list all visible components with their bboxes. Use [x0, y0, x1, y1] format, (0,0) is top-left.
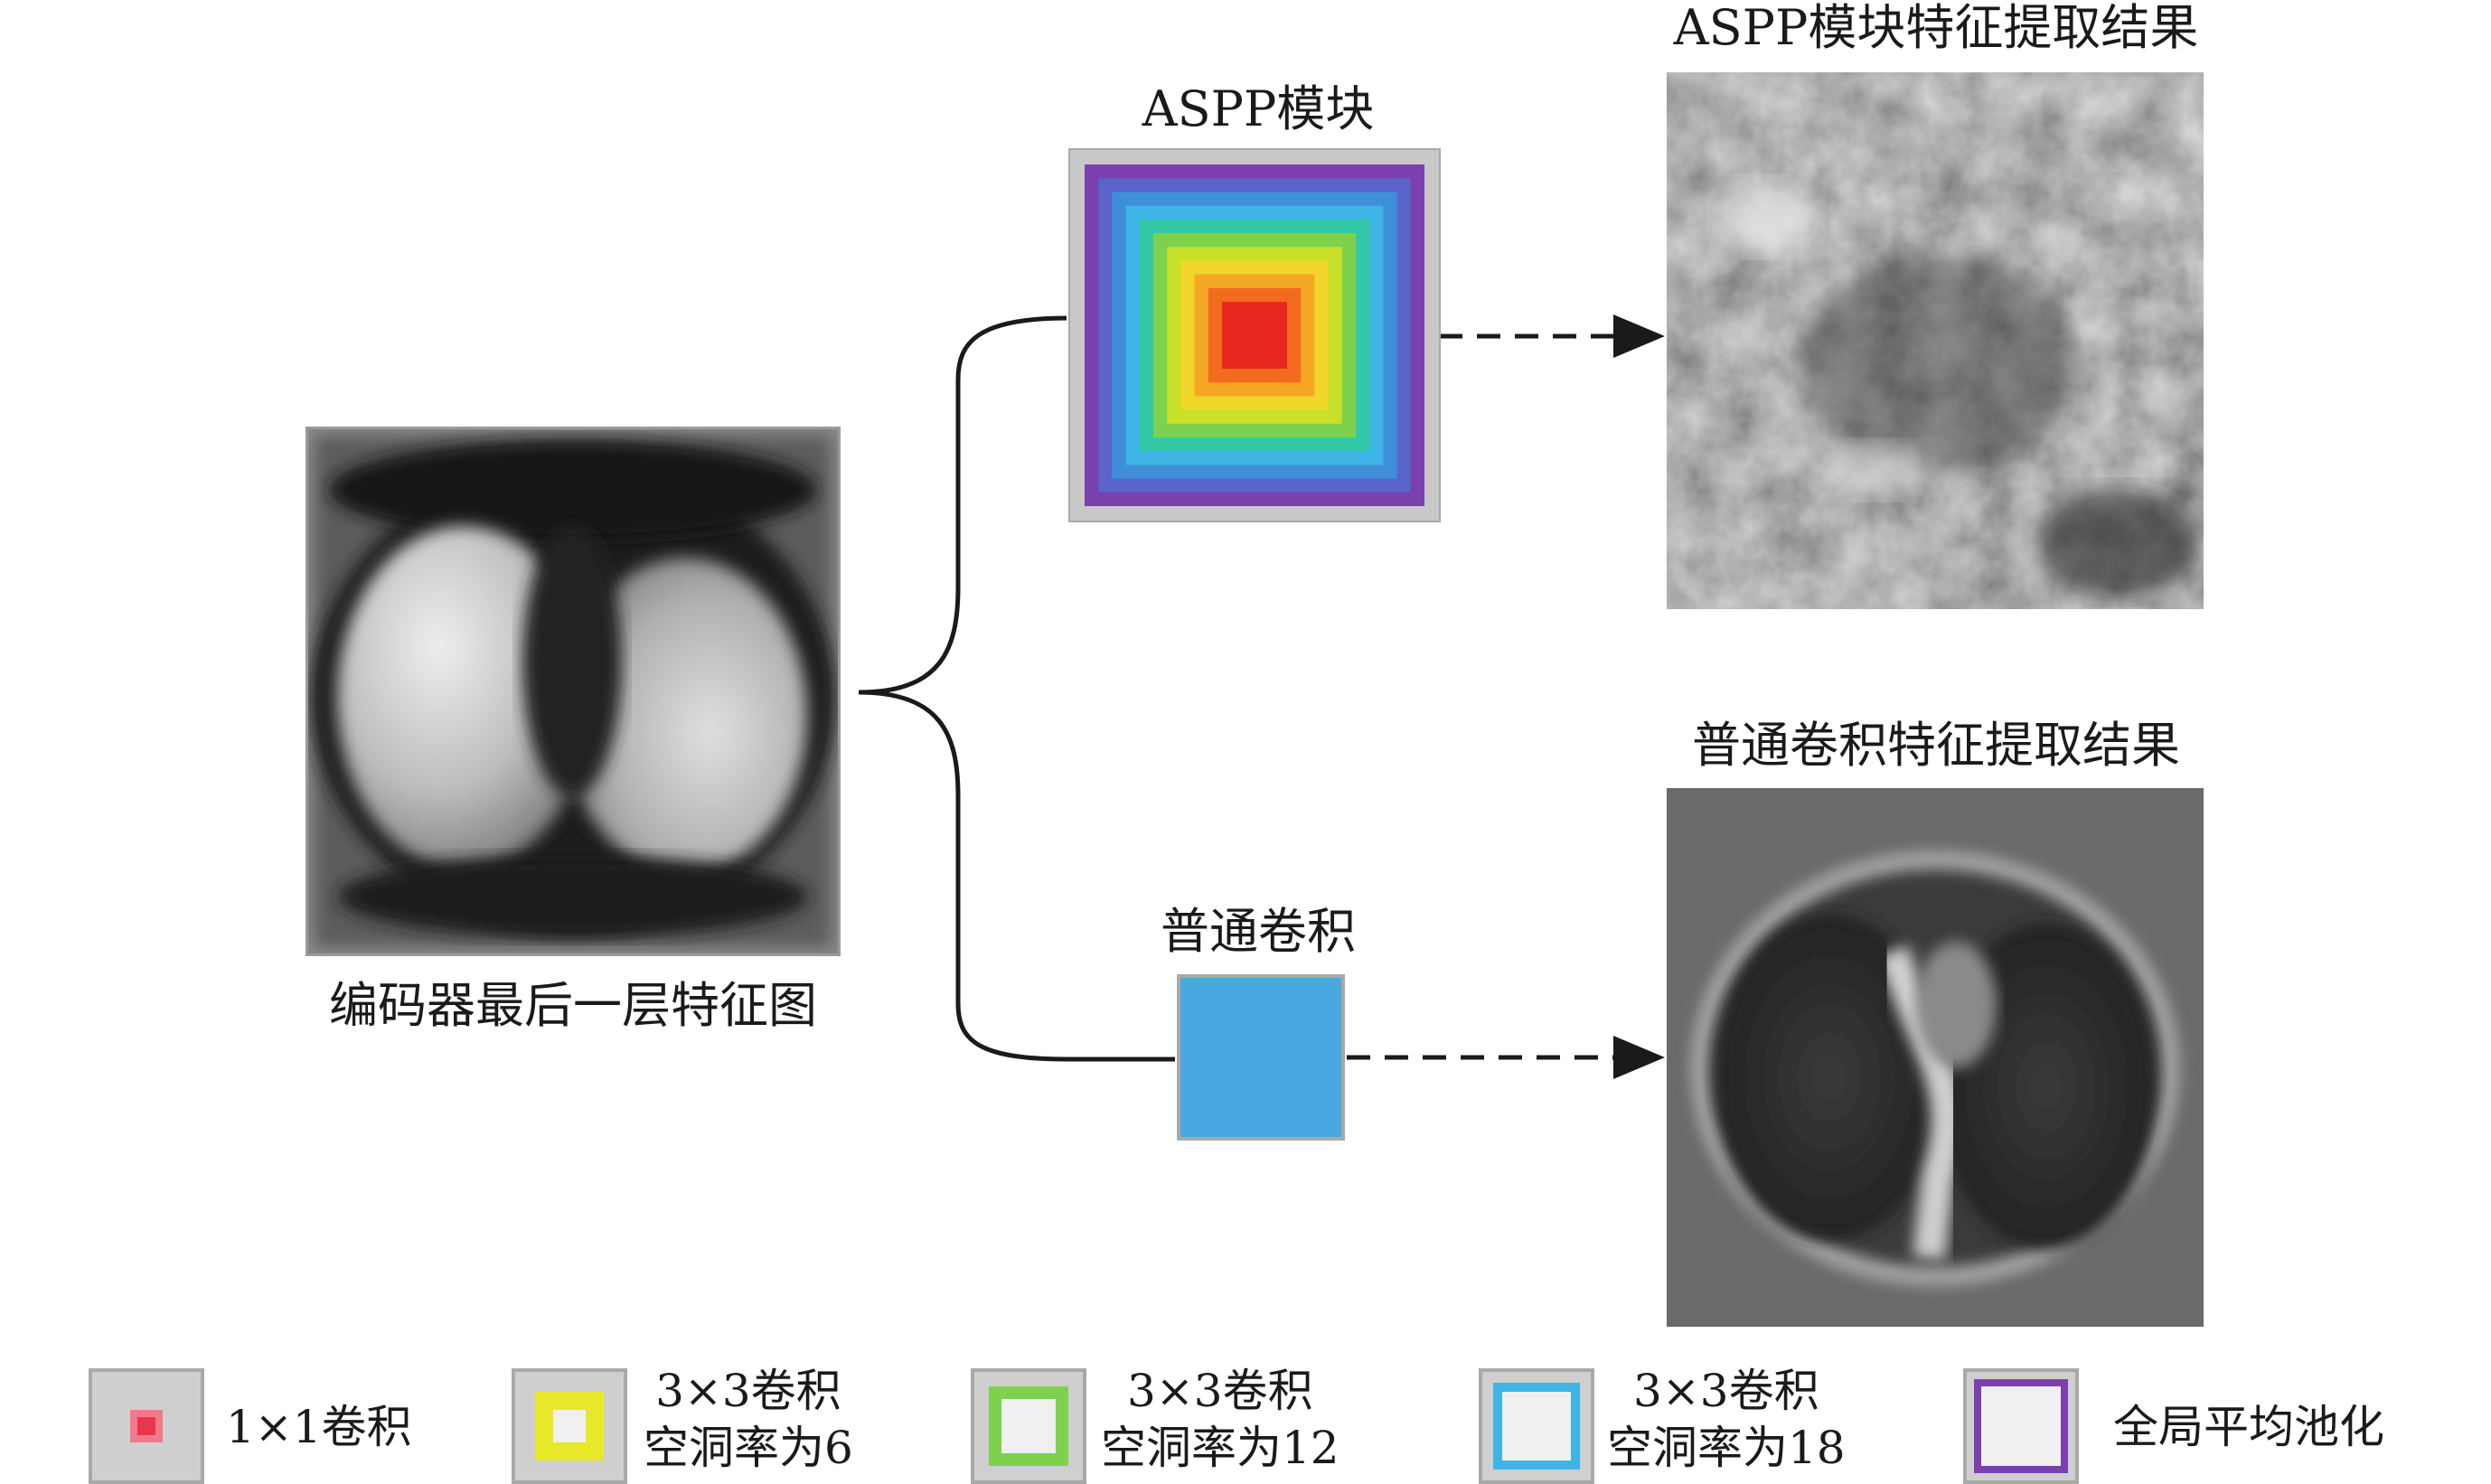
aspp-ring-10 [1222, 302, 1287, 369]
legend-label-rate18: 3×3卷积 空洞率为18 [1607, 1363, 1846, 1476]
input-caption: 编码器最后一层特征图 [329, 977, 817, 1034]
conv-arrow-head [1613, 1036, 1665, 1079]
legend-swatch-rate12 [971, 1368, 1086, 1484]
legend-rate18-line1: 3×3卷积 [1633, 1365, 1819, 1417]
legend-swatch-rate6 [512, 1368, 627, 1484]
aspp-block [1067, 146, 1443, 524]
legend-swatch-1x1-core [130, 1410, 163, 1442]
legend-swatch-rate18 [1479, 1368, 1594, 1484]
legend-swatch-1x1 [89, 1368, 204, 1484]
legend-rate6-line1: 3×3卷积 [655, 1365, 841, 1417]
aspp-result-image [1667, 72, 2204, 609]
aspp-result-title: ASPP模块特征提取结果 [1673, 0, 2199, 56]
brace-upper [858, 315, 1067, 695]
legend-label-rate12: 3×3卷积 空洞率为12 [1101, 1363, 1340, 1476]
legend-swatch-gap [1963, 1368, 2079, 1484]
legend-rate12-line1: 3×3卷积 [1127, 1365, 1313, 1417]
brace-lower [858, 690, 1175, 1062]
legend: 1×1卷积 3×3卷积 空洞率为6 3×3卷积 空洞率为12 3×3卷积 空洞率… [0, 1356, 2491, 1484]
legend-label-rate6: 3×3卷积 空洞率为6 [644, 1363, 853, 1476]
aspp-arrow-head [1613, 315, 1665, 358]
legend-rate12-line2: 空洞率为12 [1101, 1421, 1340, 1474]
aspp-title: ASPP模块 [1142, 80, 1375, 137]
conv-result-title: 普通卷积特征提取结果 [1692, 717, 2180, 774]
legend-label-gap: 全局平均池化 [2113, 1401, 2384, 1453]
conv-result-image [1667, 788, 2204, 1327]
legend-rate6-line2: 空洞率为6 [644, 1421, 853, 1474]
legend-label-1x1: 1×1卷积 [226, 1401, 412, 1453]
conv-title: 普通卷积 [1161, 903, 1356, 960]
legend-rate18-line2: 空洞率为18 [1607, 1421, 1846, 1474]
conv-block [1177, 974, 1345, 1141]
input-feature-map [303, 424, 843, 959]
